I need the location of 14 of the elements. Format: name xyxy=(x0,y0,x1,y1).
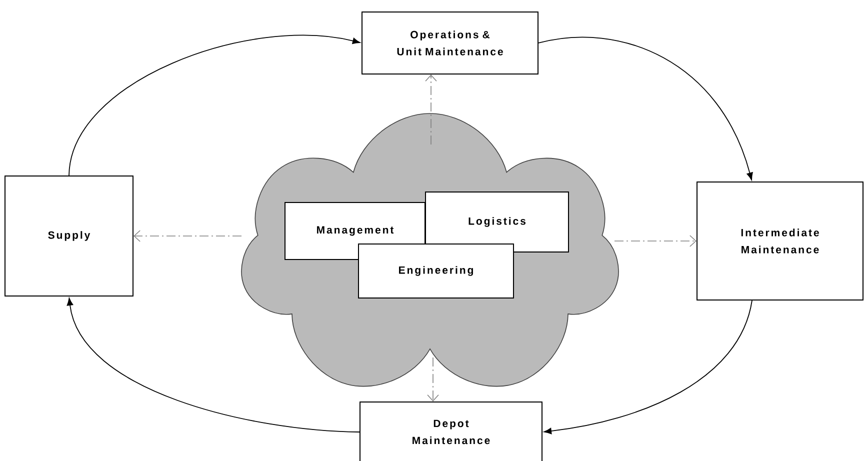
arrow xyxy=(544,300,752,434)
arrow xyxy=(68,34,360,176)
function-box: Engineering xyxy=(358,244,514,298)
arrow xyxy=(134,230,242,242)
arrow xyxy=(427,357,439,402)
process-box: Depot Maintenance xyxy=(360,402,542,461)
arrow xyxy=(66,298,360,432)
process-box: Supply xyxy=(4,176,134,296)
arrow xyxy=(425,74,437,145)
arrow xyxy=(614,235,696,247)
process-box: Operations & Unit Maintenance xyxy=(362,12,538,74)
function-box: Logistics xyxy=(425,192,569,252)
arrow xyxy=(538,36,753,180)
process-box: Intermediate Maintenance xyxy=(696,182,864,300)
